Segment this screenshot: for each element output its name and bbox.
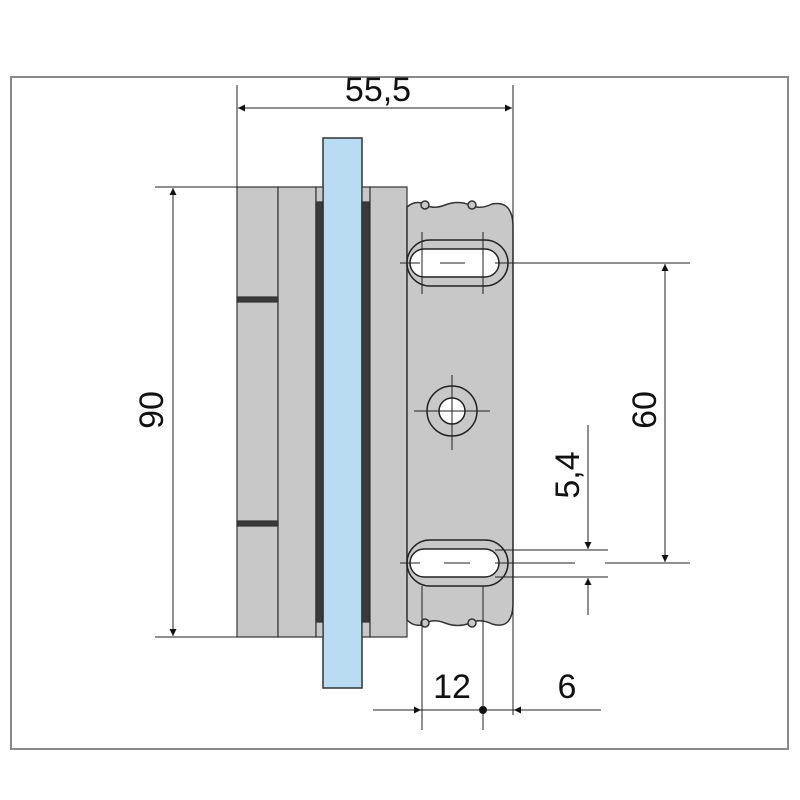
- dim-height: [155, 186, 237, 638]
- dim-overall-width-label: 55,5: [345, 71, 411, 109]
- dim-slot-offset-label: 12: [433, 668, 471, 706]
- dim-slot-width-label: 5,4: [549, 451, 587, 498]
- dim-bottom-offsets: [373, 586, 601, 730]
- drawing-frame: [10, 76, 789, 750]
- slot-top: [400, 232, 690, 294]
- dim-height-label: 90: [133, 391, 171, 429]
- dim-edge-offset-label: 6: [558, 668, 577, 706]
- slot-bottom: [400, 539, 690, 587]
- screw-hole: [414, 375, 490, 450]
- glass-panel: [322, 137, 363, 689]
- dim-overall-width: [236, 85, 514, 715]
- right-clamp: [361, 186, 408, 638]
- left-clamp: [236, 186, 324, 638]
- dim-hole-spacing-label: 60: [626, 391, 664, 429]
